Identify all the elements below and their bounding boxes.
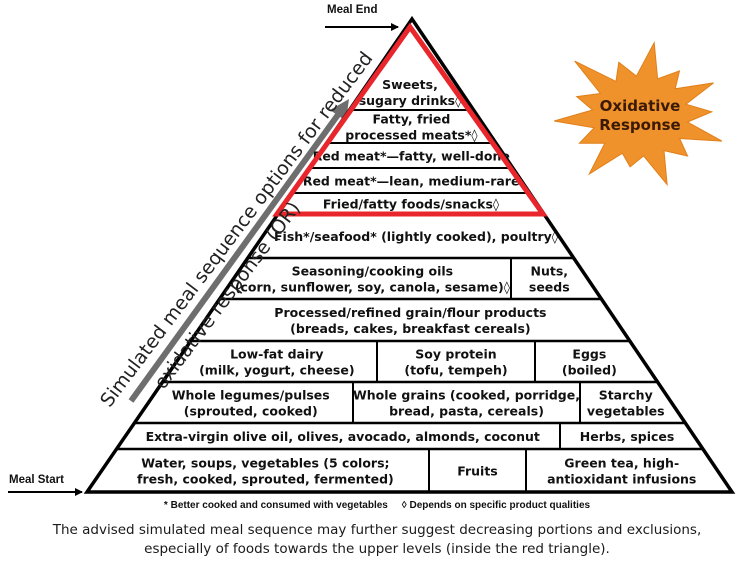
caption-line2: especially of foods towards the upper le…: [144, 541, 610, 557]
pyramid-cell: Eggs(boiled): [562, 347, 617, 378]
meal-start-label: Meal Start: [9, 474, 64, 486]
pyramid-cell: Fried/fatty foods/snacks◊: [323, 197, 500, 212]
pyramid-cell: Low-fat dairy(milk, yogurt, cheese): [199, 347, 354, 378]
red-triangle: [272, 22, 548, 217]
column-dividers: [352, 258, 581, 492]
pyramid-cell: Fruits: [457, 464, 498, 479]
pyramid-cell: Fish*/seafood* (lightly cooked), poultry…: [274, 229, 559, 244]
pyramid-cell: Processed/refined grain/flour products(b…: [274, 305, 546, 336]
pyramid-cell: Nuts,seeds: [529, 264, 570, 295]
pyramid-cell: Green tea, high-antioxidant infusions: [547, 456, 696, 487]
meal-end-label: Meal End: [327, 4, 378, 16]
pyramid-cell: Water, soups, vegetables (5 colors;fresh…: [137, 456, 394, 487]
oxidative-response-label: Oxidative Response: [585, 97, 695, 135]
burst-line1: Oxidative: [599, 97, 681, 115]
oxidative-response-burst: [554, 40, 723, 187]
pyramid-cell: Red meat*—fatty, well-done: [313, 149, 510, 164]
pyramid-cell: Red meat*—lean, medium-rare: [303, 174, 520, 189]
pyramid-cell: Herbs, spices: [580, 429, 675, 444]
pyramid-cell: Whole legumes/pulses(sprouted, cooked): [172, 388, 330, 419]
caption-line1: The advised simulated meal sequence may …: [52, 522, 702, 538]
footnote: * Better cooked and consumed with vegeta…: [163, 500, 591, 511]
pyramid-outline: [83, 15, 736, 494]
pyramid-cell: Whole grains (cooked, porridge,bread, pa…: [353, 388, 580, 419]
caption: The advised simulated meal sequence may …: [0, 521, 754, 559]
pyramid-cell: Soy protein(tofu, tempeh): [404, 347, 507, 378]
pyramid-cell: Seasoning/cooking oils(corn, sunflower, …: [235, 264, 511, 295]
burst-line2: Response: [599, 116, 681, 134]
pyramid-cell: Extra-virgin olive oil, olives, avocado,…: [146, 429, 540, 444]
pyramid-cell: Sweets,sugary drinks◊: [359, 77, 462, 108]
